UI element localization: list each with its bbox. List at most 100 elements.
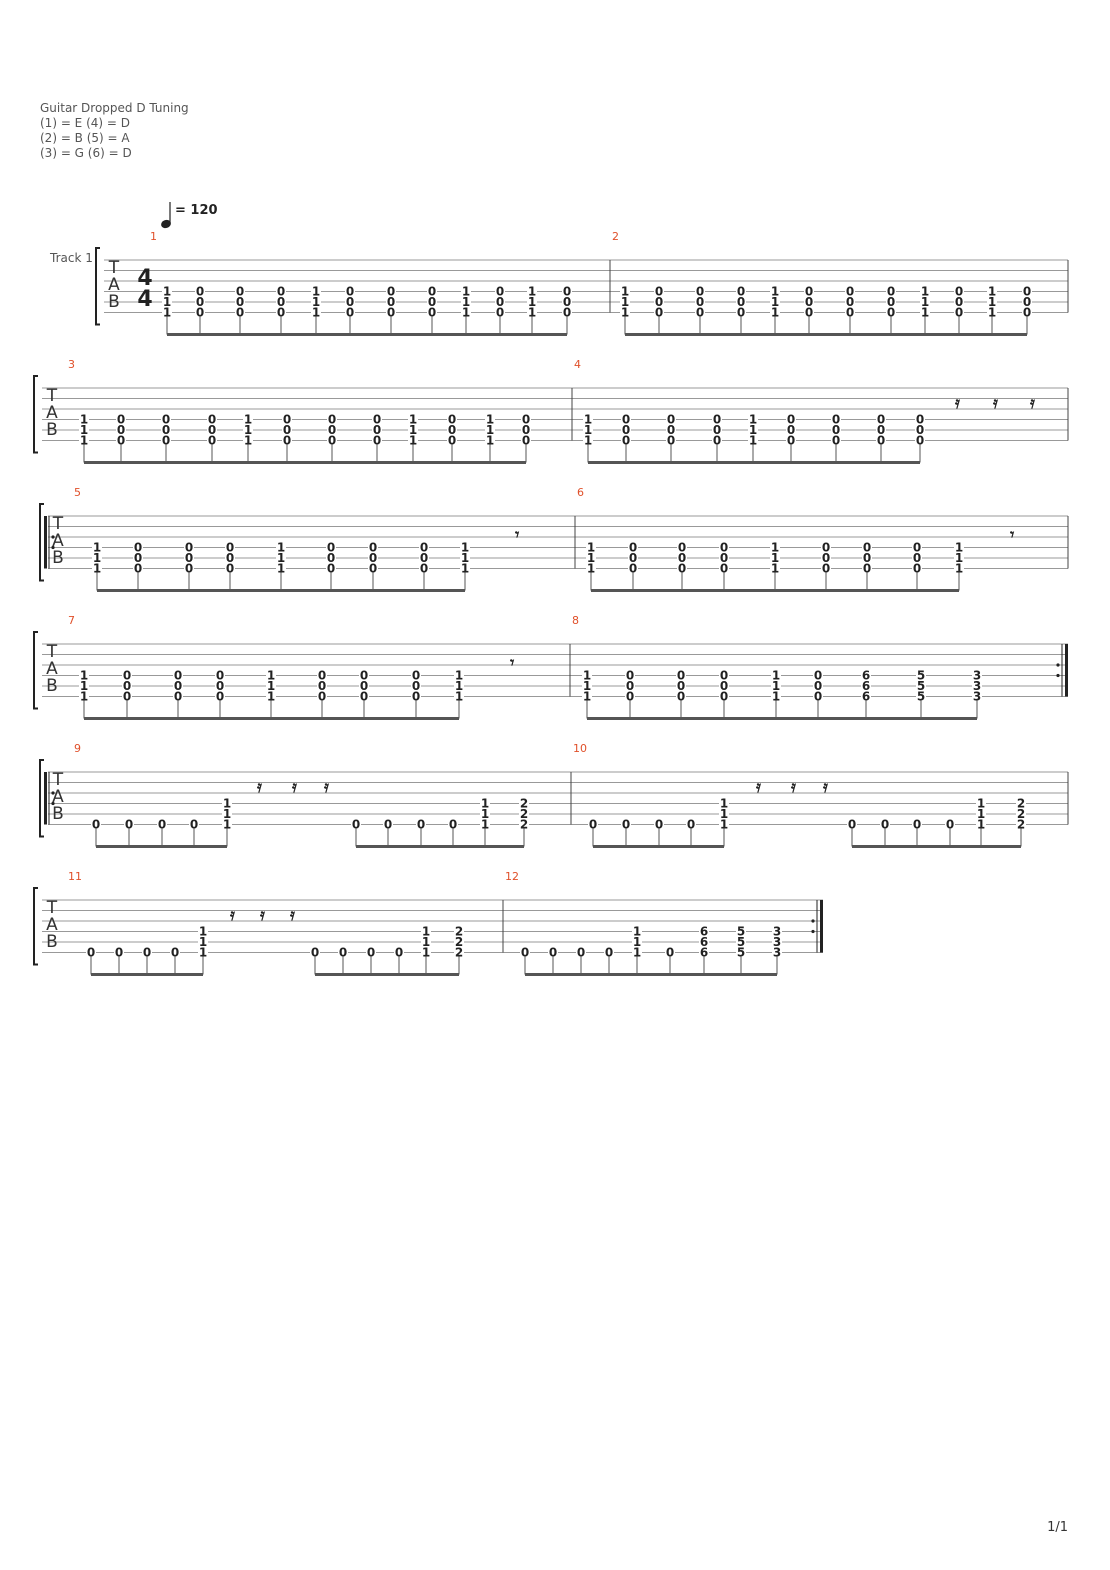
fret-number: 0 <box>360 690 368 704</box>
fret-number: 0 <box>563 285 571 299</box>
fret-number: 0 <box>369 562 377 576</box>
fret-number: 0 <box>226 562 234 576</box>
fret-number: 0 <box>913 551 921 565</box>
fret-number: 1 <box>720 797 728 811</box>
system-bracket <box>33 375 38 454</box>
fret-number: 0 <box>158 818 166 832</box>
track-name: Track 1 <box>49 251 93 265</box>
fret-number: 1 <box>583 690 591 704</box>
fret-number: 1 <box>749 434 757 448</box>
tuning-header: Guitar Dropped D Tuning (1) = E (4) = D … <box>40 101 189 161</box>
fret-number: 1 <box>277 541 285 555</box>
repeat-end-bar <box>1065 644 1068 697</box>
fret-number: 1 <box>312 285 320 299</box>
fret-number: 0 <box>327 551 335 565</box>
fret-number: 1 <box>422 946 430 960</box>
fret-number: 1 <box>977 818 985 832</box>
fret-number: 0 <box>805 295 813 309</box>
fret-number: 1 <box>199 946 207 960</box>
fret-number: 0 <box>720 562 728 576</box>
fret-number: 1 <box>461 541 469 555</box>
fret-number: 0 <box>863 541 871 555</box>
fret-number: 0 <box>496 306 504 320</box>
fret-number: 1 <box>921 285 929 299</box>
fret-number: 0 <box>713 413 721 427</box>
fret-number: 0 <box>327 541 335 555</box>
fret-number: 0 <box>655 295 663 309</box>
fret-number: 0 <box>387 295 395 309</box>
fret-number: 0 <box>283 423 291 437</box>
fret-number: 1 <box>621 285 629 299</box>
fret-number: 0 <box>667 423 675 437</box>
fret-number: 0 <box>677 679 685 693</box>
fret-number: 0 <box>428 285 436 299</box>
fret-number: 1 <box>720 818 728 832</box>
fret-number: 0 <box>522 434 530 448</box>
fret-number: 1 <box>422 925 430 939</box>
fret-number: 0 <box>678 562 686 576</box>
fret-number: 1 <box>633 946 641 960</box>
fret-number: 0 <box>328 423 336 437</box>
fret-number: 0 <box>737 285 745 299</box>
fret-number: 1 <box>93 562 101 576</box>
tab-system: TAB3111000000000111000000000111000111000… <box>33 358 1069 464</box>
fret-number: 0 <box>352 818 360 832</box>
rest-symbol: 𝄿 <box>323 777 330 796</box>
fret-number: 1 <box>80 434 88 448</box>
fret-number: 0 <box>787 434 795 448</box>
measure-number: 6 <box>577 486 584 499</box>
fret-number: 0 <box>955 306 963 320</box>
fret-number: 5 <box>917 669 925 683</box>
fret-number: 0 <box>916 423 924 437</box>
fret-number: 0 <box>737 295 745 309</box>
fret-number: 6 <box>862 690 870 704</box>
fret-number: 0 <box>174 669 182 683</box>
fret-number: 1 <box>277 551 285 565</box>
fret-number: 0 <box>522 413 530 427</box>
system-bracket <box>33 887 38 966</box>
fret-number: 0 <box>822 562 830 576</box>
fret-number: 1 <box>977 807 985 821</box>
fret-number: 1 <box>267 679 275 693</box>
fret-number: 6 <box>700 935 708 949</box>
fret-number: 1 <box>584 413 592 427</box>
fret-number: 0 <box>713 434 721 448</box>
tempo-marking: = 120 <box>161 202 218 229</box>
fret-number: 3 <box>973 679 981 693</box>
tab-clef-letter: T <box>46 642 58 662</box>
rest-symbol: 𝄿 <box>954 393 961 412</box>
fret-number: 0 <box>916 434 924 448</box>
fret-number: 0 <box>787 423 795 437</box>
fret-number: 2 <box>520 797 528 811</box>
rest-symbol: 𝄿 <box>229 905 236 924</box>
tab-clef-letter: B <box>108 292 120 312</box>
fret-number: 5 <box>917 690 925 704</box>
system-bracket <box>39 503 44 582</box>
fret-number: 0 <box>162 423 170 437</box>
fret-number: 0 <box>185 541 193 555</box>
fret-number: 1 <box>80 679 88 693</box>
fret-number: 0 <box>216 669 224 683</box>
fret-number: 1 <box>486 434 494 448</box>
fret-number: 0 <box>369 551 377 565</box>
fret-number: 1 <box>461 562 469 576</box>
fret-number: 1 <box>587 541 595 555</box>
fret-number: 0 <box>387 306 395 320</box>
fret-number: 0 <box>887 285 895 299</box>
repeat-start-bar <box>44 516 47 569</box>
fret-number: 0 <box>277 285 285 299</box>
fret-number: 1 <box>771 541 779 555</box>
fret-number: 0 <box>832 413 840 427</box>
fret-number: 1 <box>772 669 780 683</box>
fret-number: 0 <box>846 295 854 309</box>
fret-number: 0 <box>549 946 557 960</box>
fret-number: 1 <box>409 434 417 448</box>
fret-number: 0 <box>171 946 179 960</box>
fret-number: 0 <box>236 295 244 309</box>
fret-number: 2 <box>1017 818 1025 832</box>
fret-number: 0 <box>629 551 637 565</box>
fret-number: 0 <box>174 690 182 704</box>
fret-number: 1 <box>583 679 591 693</box>
repeat-dot <box>51 801 55 806</box>
fret-number: 0 <box>521 946 529 960</box>
